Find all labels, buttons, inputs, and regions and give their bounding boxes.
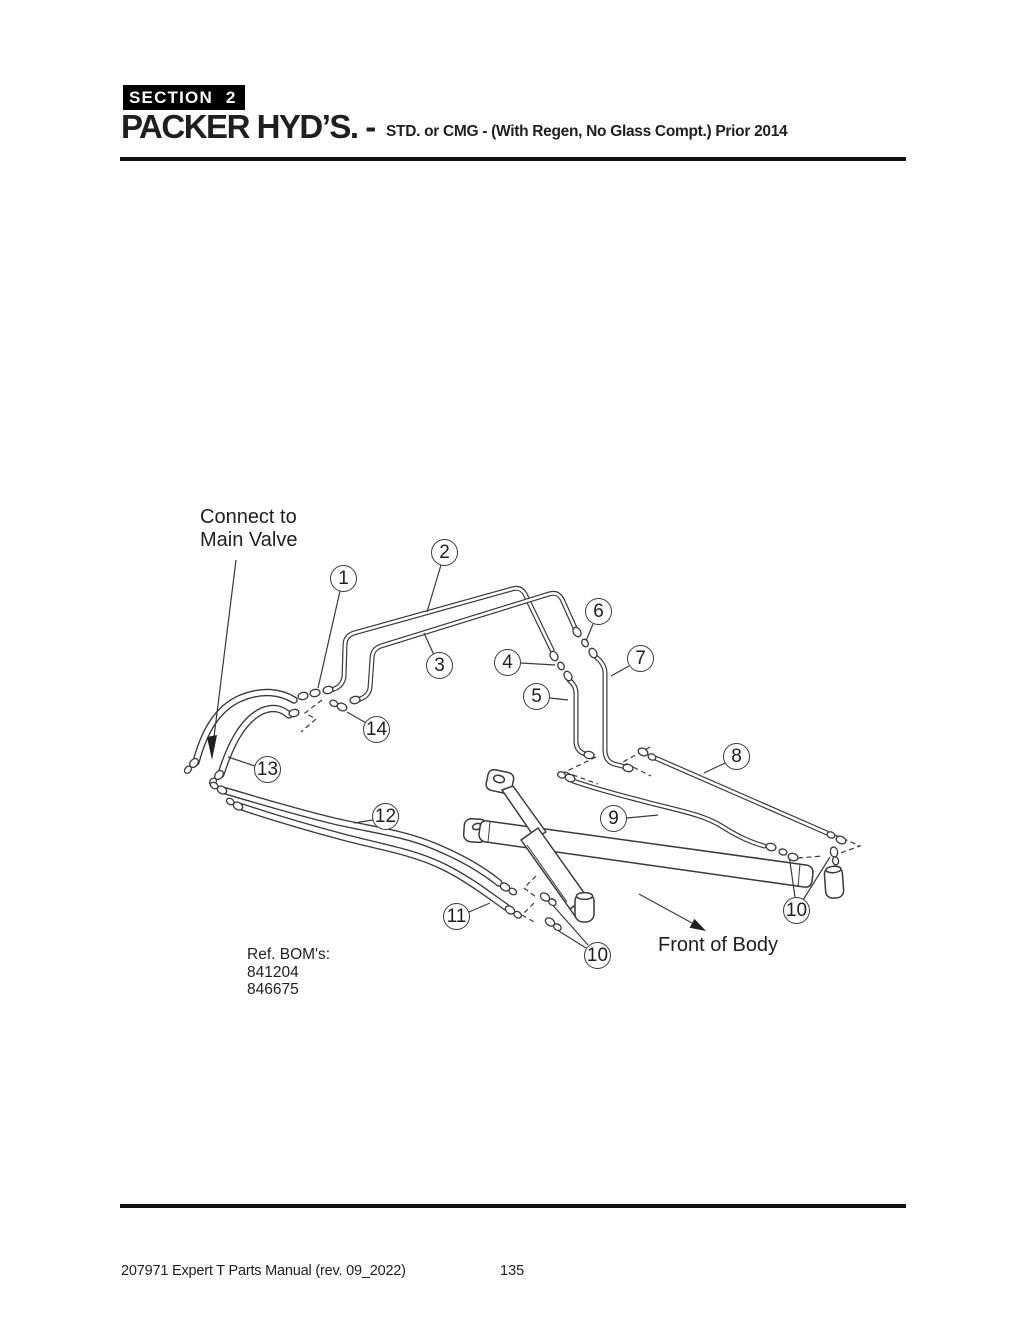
tube-7 xyxy=(593,654,629,770)
callout-12: 12 xyxy=(372,803,399,830)
callout-10-right: 10 xyxy=(783,897,810,924)
ejector-cylinder xyxy=(462,817,845,899)
fitting-item-6 xyxy=(581,638,589,648)
ref-bom-number: 841204 xyxy=(247,963,299,981)
ref-bom-note: Ref. BOM's: 841204 846675 xyxy=(247,946,330,999)
fitting-item-10-right xyxy=(829,846,840,866)
ref-bom-label: Ref. BOM's: xyxy=(247,946,331,963)
header-rule xyxy=(120,157,906,161)
packer-cylinder xyxy=(485,768,595,923)
callout-7: 7 xyxy=(627,645,654,672)
fitting-item-14 xyxy=(329,699,348,712)
callout-leader-lines xyxy=(227,564,831,949)
section-badge: SECTION 2 xyxy=(123,85,245,110)
callout-10: 10 xyxy=(584,942,611,969)
clevis-eye-hole xyxy=(492,774,506,784)
main-valve-arrow xyxy=(207,559,237,760)
callout-11: 11 xyxy=(443,903,470,930)
footer-manual-ref: 207971 Expert T Parts Manual (rev. 09_20… xyxy=(121,1263,406,1279)
callout-1: 1 xyxy=(330,565,357,592)
callout-2: 2 xyxy=(431,539,458,566)
callout-4: 4 xyxy=(494,649,521,676)
callout-6: 6 xyxy=(585,598,612,625)
footer-rule xyxy=(120,1204,906,1208)
hose-11 xyxy=(238,803,510,911)
callout-3: 3 xyxy=(426,652,453,679)
fittings xyxy=(183,626,847,932)
tube-5 xyxy=(566,677,591,758)
tube-3 xyxy=(354,590,578,703)
front-of-body-label: Front of Body xyxy=(658,934,779,956)
footer-page-number: 135 xyxy=(500,1263,525,1279)
hose-12 xyxy=(222,787,503,887)
tube-8 xyxy=(650,754,830,836)
hose-bundle-upper xyxy=(192,688,298,778)
hose-9 xyxy=(570,778,767,849)
fitting-item-4 xyxy=(557,661,565,671)
callout-9: 9 xyxy=(600,805,627,832)
fitting-item-1 xyxy=(297,691,309,701)
callout-8: 8 xyxy=(723,743,750,770)
cylinder-rod xyxy=(501,785,547,839)
callout-13: 13 xyxy=(254,756,281,783)
tube-2 xyxy=(328,585,555,693)
fitting-item-10-a xyxy=(539,892,557,907)
fitting-item-10-b xyxy=(544,917,562,932)
ref-bom-number: 846675 xyxy=(247,981,299,998)
connect-to-main-valve-label: Connect to Main Valve xyxy=(200,506,298,551)
page-subtitle: STD. or CMG - (With Regen, No Glass Comp… xyxy=(386,123,788,140)
page-title: PACKER HYD’S. - xyxy=(121,108,376,145)
callout-5: 5 xyxy=(523,683,550,710)
front-of-body-arrow xyxy=(638,893,706,931)
callout-14: 14 xyxy=(363,716,390,743)
